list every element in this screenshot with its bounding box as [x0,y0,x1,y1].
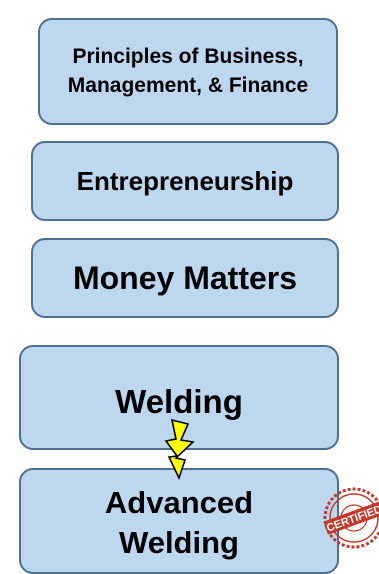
advanced-welding-label: Advanced Welding [105,483,253,564]
principles-of-business-label: Principles of Business, Management, & Fi… [67,44,309,97]
advanced-welding-line-2: Welding [119,525,239,560]
money-matters-box: Money Matters [31,238,339,318]
entrepreneurship-label: Entrepreneurship [76,165,294,196]
welding-label: Welding [115,382,243,420]
money-matters-label: Money Matters [72,259,298,296]
lightning-bolt-icon [164,418,195,481]
certified-stamp-icon: CERTIFIED [323,487,379,549]
principles-of-business-box: Principles of Business, Management, & Fi… [38,18,338,125]
advanced-welding-box: Advanced Welding [19,468,339,574]
entrepreneurship-box: Entrepreneurship [31,141,339,221]
advanced-welding-line-1: Advanced [104,484,254,520]
